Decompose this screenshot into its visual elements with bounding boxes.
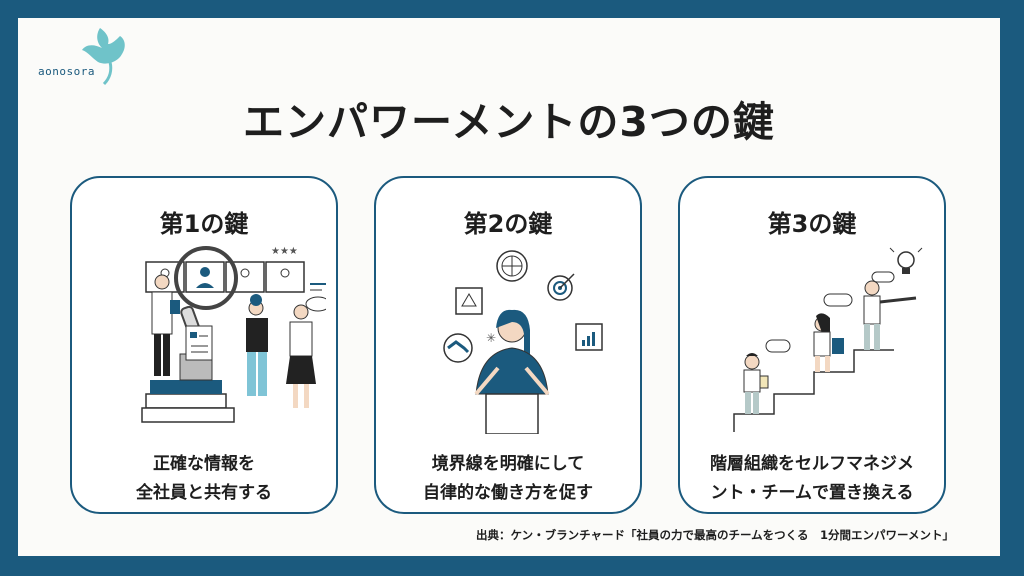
card-description-line: 境界線を明確にして	[431, 454, 585, 474]
key-card-3: 第3の鍵	[678, 176, 946, 514]
bird-logo-icon	[82, 28, 125, 86]
page-title: エンパワーメントの3つの鍵	[243, 98, 775, 146]
slide: aonosora エンパワーメントの3つの鍵 第1の鍵 ★★★	[18, 18, 1000, 556]
card-description-line: 全社員と共有する	[136, 483, 272, 503]
logo-text: aonosora	[38, 65, 95, 78]
card-description-line: ント・チームで置き換える	[710, 483, 914, 503]
card-description-line: 正確な情報を	[153, 454, 255, 474]
card-description-line: 階層組織をセルフマネジメ	[710, 454, 914, 474]
self-management-team-illustration	[733, 247, 923, 432]
card-description: 階層組織をセルフマネジメ ント・チームで置き換える	[680, 450, 944, 508]
autonomous-work-illustration: ✳	[443, 250, 603, 434]
key-card-1: 第1の鍵 ★★★	[70, 176, 338, 514]
svg-text:✳: ✳	[486, 331, 496, 345]
source-citation: 出典：ケン・ブランチャード「社員の力で最高のチームをつくる 1分間エンパワーメン…	[475, 528, 954, 542]
information-sharing-illustration: ★★★	[141, 246, 326, 423]
svg-text:★★★: ★★★	[271, 246, 298, 257]
card-description: 正確な情報を 全社員と共有する	[72, 450, 336, 508]
card-description-line: 自律的な働き方を促す	[423, 483, 593, 503]
card-heading: 第3の鍵	[767, 210, 857, 238]
key-card-2: 第2の鍵 ✳	[374, 176, 642, 514]
card-description: 境界線を明確にして 自律的な働き方を促す	[376, 450, 640, 508]
card-heading: 第1の鍵	[159, 210, 249, 238]
card-heading: 第2の鍵	[463, 210, 553, 238]
